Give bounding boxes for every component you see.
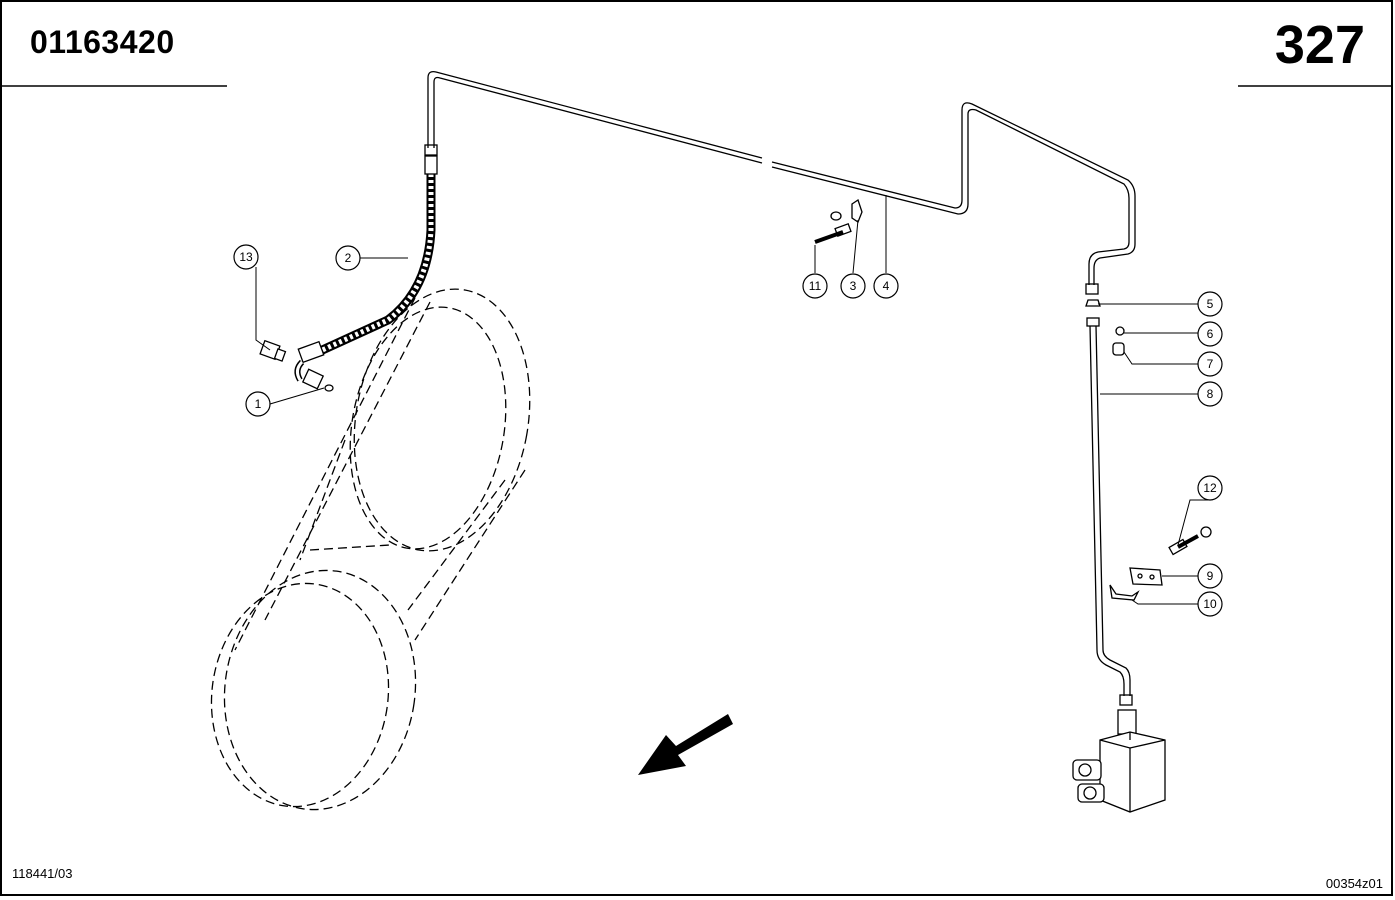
callout-label: 6 <box>1207 327 1214 341</box>
page-number: 327 <box>1274 15 1365 75</box>
callout-label: 9 <box>1207 569 1214 583</box>
callout-13 <box>233 244 259 270</box>
callout-label: 4 <box>883 279 890 293</box>
drawing-code-left: 118441/03 <box>12 866 73 881</box>
callout-5 <box>1197 291 1223 317</box>
direction-arrow-icon <box>638 714 733 775</box>
callout-2 <box>335 245 361 271</box>
callout-8 <box>1197 381 1223 407</box>
valve-block <box>1072 709 1166 813</box>
callout-label: 7 <box>1207 357 1214 371</box>
bolt-washer-clamp <box>814 198 863 244</box>
callout-6 <box>1197 321 1223 347</box>
callout-label: 10 <box>1203 597 1217 611</box>
callout-9 <box>1197 563 1223 589</box>
clamp-9-10 <box>1109 526 1212 601</box>
callout-10 <box>1197 591 1223 617</box>
callout-label: 12 <box>1203 481 1217 495</box>
callout-label: 13 <box>239 250 253 264</box>
pipe-8 <box>1089 325 1133 706</box>
callout-4 <box>873 273 899 299</box>
callout-labels: 1 2 3 4 5 6 7 8 9 10 11 12 13 <box>239 250 1217 611</box>
callout-label: 5 <box>1207 297 1214 311</box>
callout-1 <box>245 391 271 417</box>
callout-label: 8 <box>1207 387 1214 401</box>
part-number: 01163420 <box>30 24 175 60</box>
seal-ring-1 <box>324 384 334 392</box>
leader-lines <box>255 195 1210 605</box>
callout-3 <box>840 273 866 299</box>
nut-fitting <box>301 368 334 392</box>
callout-label: 11 <box>809 279 822 293</box>
hose-2 <box>294 155 438 382</box>
callout-circles <box>233 244 1223 617</box>
belt-drive-outline <box>210 288 531 811</box>
callout-11 <box>802 273 828 299</box>
callout-label: 3 <box>850 279 857 293</box>
callout-7 <box>1197 351 1223 377</box>
callout-label: 2 <box>345 251 352 265</box>
fittings-5-6-7 <box>1085 299 1125 356</box>
callout-12 <box>1197 475 1223 501</box>
pipe-4 <box>424 70 1136 295</box>
fitting-13 <box>259 339 287 362</box>
callout-label: 1 <box>255 397 262 411</box>
drawing-code-right: 00354z01 <box>1325 876 1383 891</box>
